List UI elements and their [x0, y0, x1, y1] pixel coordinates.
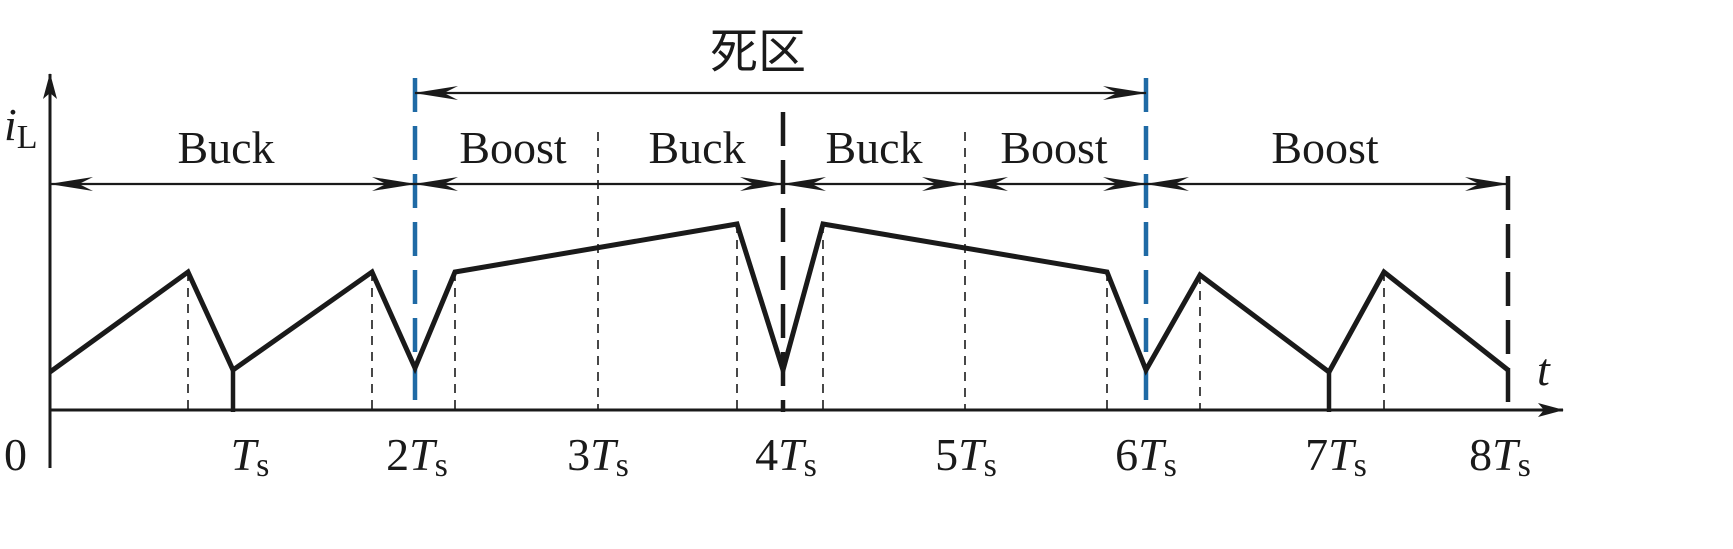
y-axis-subscript: L [17, 119, 38, 156]
tick-label: 5Ts [935, 429, 997, 484]
origin-label: 0 [4, 429, 27, 480]
y-axis-symbol: i [4, 99, 17, 150]
tick-label: 3Ts [567, 429, 629, 484]
mode-labels: Buck Boost Buck Buck Boost Boost [177, 122, 1378, 173]
tick-label: 2Ts [386, 429, 448, 484]
mode-label-boost: Boost [459, 122, 567, 173]
tick-label: 8Ts [1469, 429, 1531, 484]
mode-label-buck: Buck [825, 122, 922, 173]
guide-lines [187, 132, 1385, 410]
tick-label: 7Ts [1305, 429, 1367, 484]
mode-label-boost: Boost [1271, 122, 1379, 173]
mode-label-buck: Buck [648, 122, 745, 173]
tick-labels: Ts 2Ts 3Ts 4Ts 5Ts 6Ts 7Ts 8Ts [231, 429, 1531, 484]
y-axis-label: iL [4, 99, 38, 156]
inductor-current-waveform [48, 221, 1510, 379]
tick-label: 4Ts [755, 429, 817, 484]
tick-label: 6Ts [1115, 429, 1177, 484]
tick-label: Ts [231, 429, 270, 484]
mode-label-buck: Buck [177, 122, 274, 173]
dead-zone-label: 死区 [710, 26, 806, 79]
x-axis-label: t [1537, 344, 1551, 395]
dead-zone-boundaries [412, 78, 1149, 412]
mode-label-boost: Boost [1000, 122, 1108, 173]
